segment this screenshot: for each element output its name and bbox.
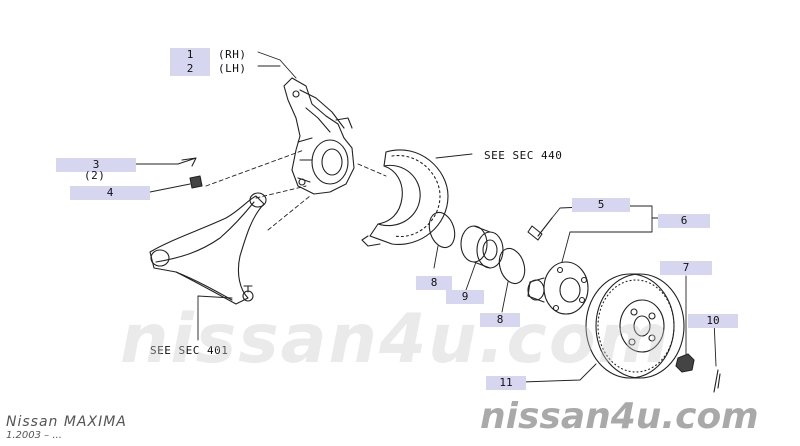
ref-sec-440[interactable]: SEE SEC 440 (484, 149, 563, 162)
part-7-label[interactable]: 7 (660, 261, 712, 275)
part-11-label[interactable]: 11 (486, 376, 526, 390)
watermark-center: nissan4u.com (120, 300, 671, 379)
footer-date: 1.2003 – ... (6, 430, 62, 441)
clip-part-3 (159, 157, 197, 167)
bolt-part-4 (189, 175, 203, 189)
part-6-label[interactable]: 6 (658, 214, 710, 228)
snap-ring-left (428, 211, 456, 249)
part-5-label[interactable]: 5 (572, 198, 630, 212)
part-4-label[interactable]: 4 (70, 186, 150, 200)
dust-shield (361, 149, 449, 247)
part-9-label[interactable]: 9 (446, 290, 484, 304)
watermark-corner: nissan4u.com (480, 396, 759, 437)
part-8a-label[interactable]: 8 (416, 276, 452, 290)
part-2-suffix: (LH) (218, 62, 247, 75)
lug-nut (675, 353, 695, 373)
footer-model: Nissan MAXIMA (6, 414, 127, 430)
snap-ring-right (498, 247, 526, 285)
cotter-pin (713, 369, 721, 393)
part-1-suffix: (RH) (218, 48, 247, 61)
wheel-bearing (460, 225, 504, 269)
brake-rotor (585, 273, 685, 379)
part-2-label[interactable]: 2 (170, 62, 210, 76)
hub-bolt (527, 217, 553, 241)
part-8b-label[interactable]: 8 (480, 313, 520, 327)
ref-sec-401[interactable]: SEE SEC 401 (150, 344, 229, 357)
part-3-label[interactable]: 3 (56, 158, 136, 172)
part-10-label[interactable]: 10 (688, 314, 738, 328)
transverse-link (149, 192, 267, 305)
steering-knuckle (283, 77, 355, 195)
wheel-hub (527, 261, 589, 315)
part-1-label[interactable]: 1 (170, 48, 210, 62)
part-3-qty: (2) (84, 169, 106, 182)
